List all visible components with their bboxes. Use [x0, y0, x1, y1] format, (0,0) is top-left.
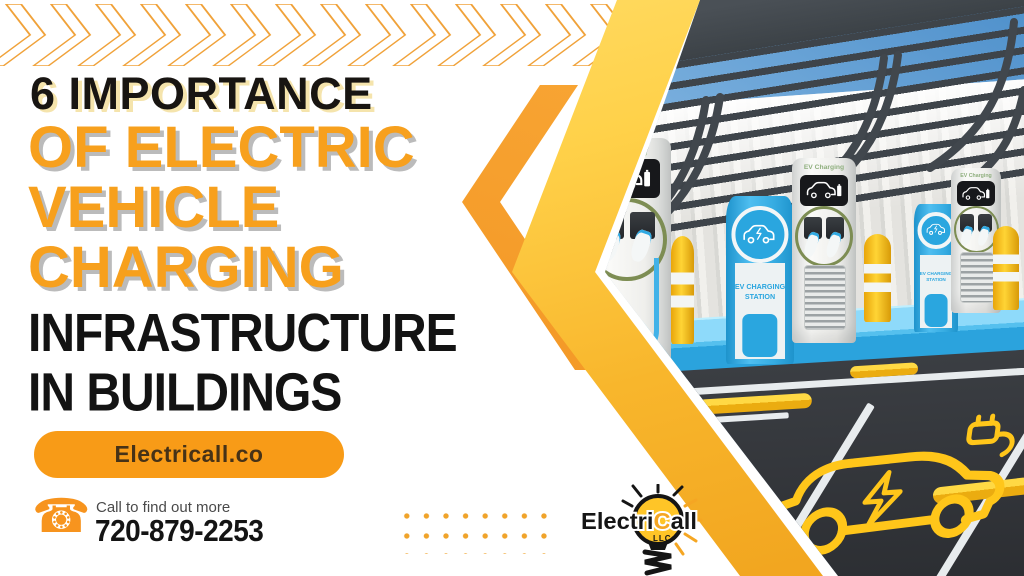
charging-sockets: [803, 217, 845, 240]
subtitle-line: INFRASTRUCTURE: [28, 304, 458, 364]
car-bolt-icon: [925, 221, 946, 238]
phone-icon: ☎: [32, 489, 91, 542]
charging-tower: EV Charging: [951, 168, 1001, 313]
ev-car-road-marking: [762, 413, 1015, 556]
page-title: 6 IMPORTANCE: [30, 68, 373, 119]
call-label: Call to find out more: [96, 499, 231, 516]
pillar-notch: [742, 313, 778, 358]
website-pill-label: Electricall.co: [114, 441, 264, 467]
tower-label: Charging: [606, 146, 648, 157]
tower-screen: [957, 181, 995, 206]
pillar-notch: [924, 293, 948, 327]
tower-label: EV Charging: [960, 173, 992, 180]
car-battery-icon: [600, 163, 654, 193]
charging-cable: [604, 257, 659, 357]
subtitle-line: IN BUILDINGS: [28, 363, 342, 423]
title-line: CHARGING: [28, 235, 344, 300]
car-battery-icon: [805, 178, 844, 203]
tower-vent: [803, 265, 847, 331]
phone-number[interactable]: 720-879-2253: [95, 514, 264, 548]
charging-sockets: [960, 214, 992, 232]
bollard: [864, 234, 891, 322]
website-pill-button[interactable]: Electricall.co: [34, 431, 344, 478]
bulb-coil-icon: [642, 549, 672, 576]
car-battery-icon: [961, 184, 991, 203]
parking-line: [604, 412, 789, 434]
ev-sign-circle: [917, 211, 955, 249]
electricall-logo: ElectriCall LLC: [579, 484, 703, 576]
logo-wordmark: ElectriCall: [581, 508, 697, 534]
subtitle-block: INFRASTRUCTURE IN BUILDINGS: [28, 304, 458, 423]
bollard: [671, 236, 694, 344]
tower-vent: [960, 252, 994, 304]
charging-tower: Charging: [600, 138, 671, 368]
bulb-neck: [648, 542, 668, 550]
logo-suffix: LLC: [653, 534, 672, 543]
charging-tower: EV Charging: [792, 158, 856, 343]
tower-screen: [600, 158, 661, 198]
tower-screen: [799, 174, 849, 207]
title-line: VEHICLE: [28, 175, 280, 240]
dots-pattern: [394, 502, 550, 554]
bollard: [993, 226, 1019, 310]
car-bolt-icon: [742, 220, 778, 249]
charging-sockets: [604, 211, 656, 240]
ev-sign-circle: [731, 206, 789, 264]
tower-label: EV Charging: [803, 164, 845, 172]
title-orange-block: OF ELECTRIC VEHICLE CHARGING: [28, 118, 415, 298]
chevron-pattern: [0, 4, 685, 66]
title-line: OF ELECTRIC: [28, 115, 415, 180]
